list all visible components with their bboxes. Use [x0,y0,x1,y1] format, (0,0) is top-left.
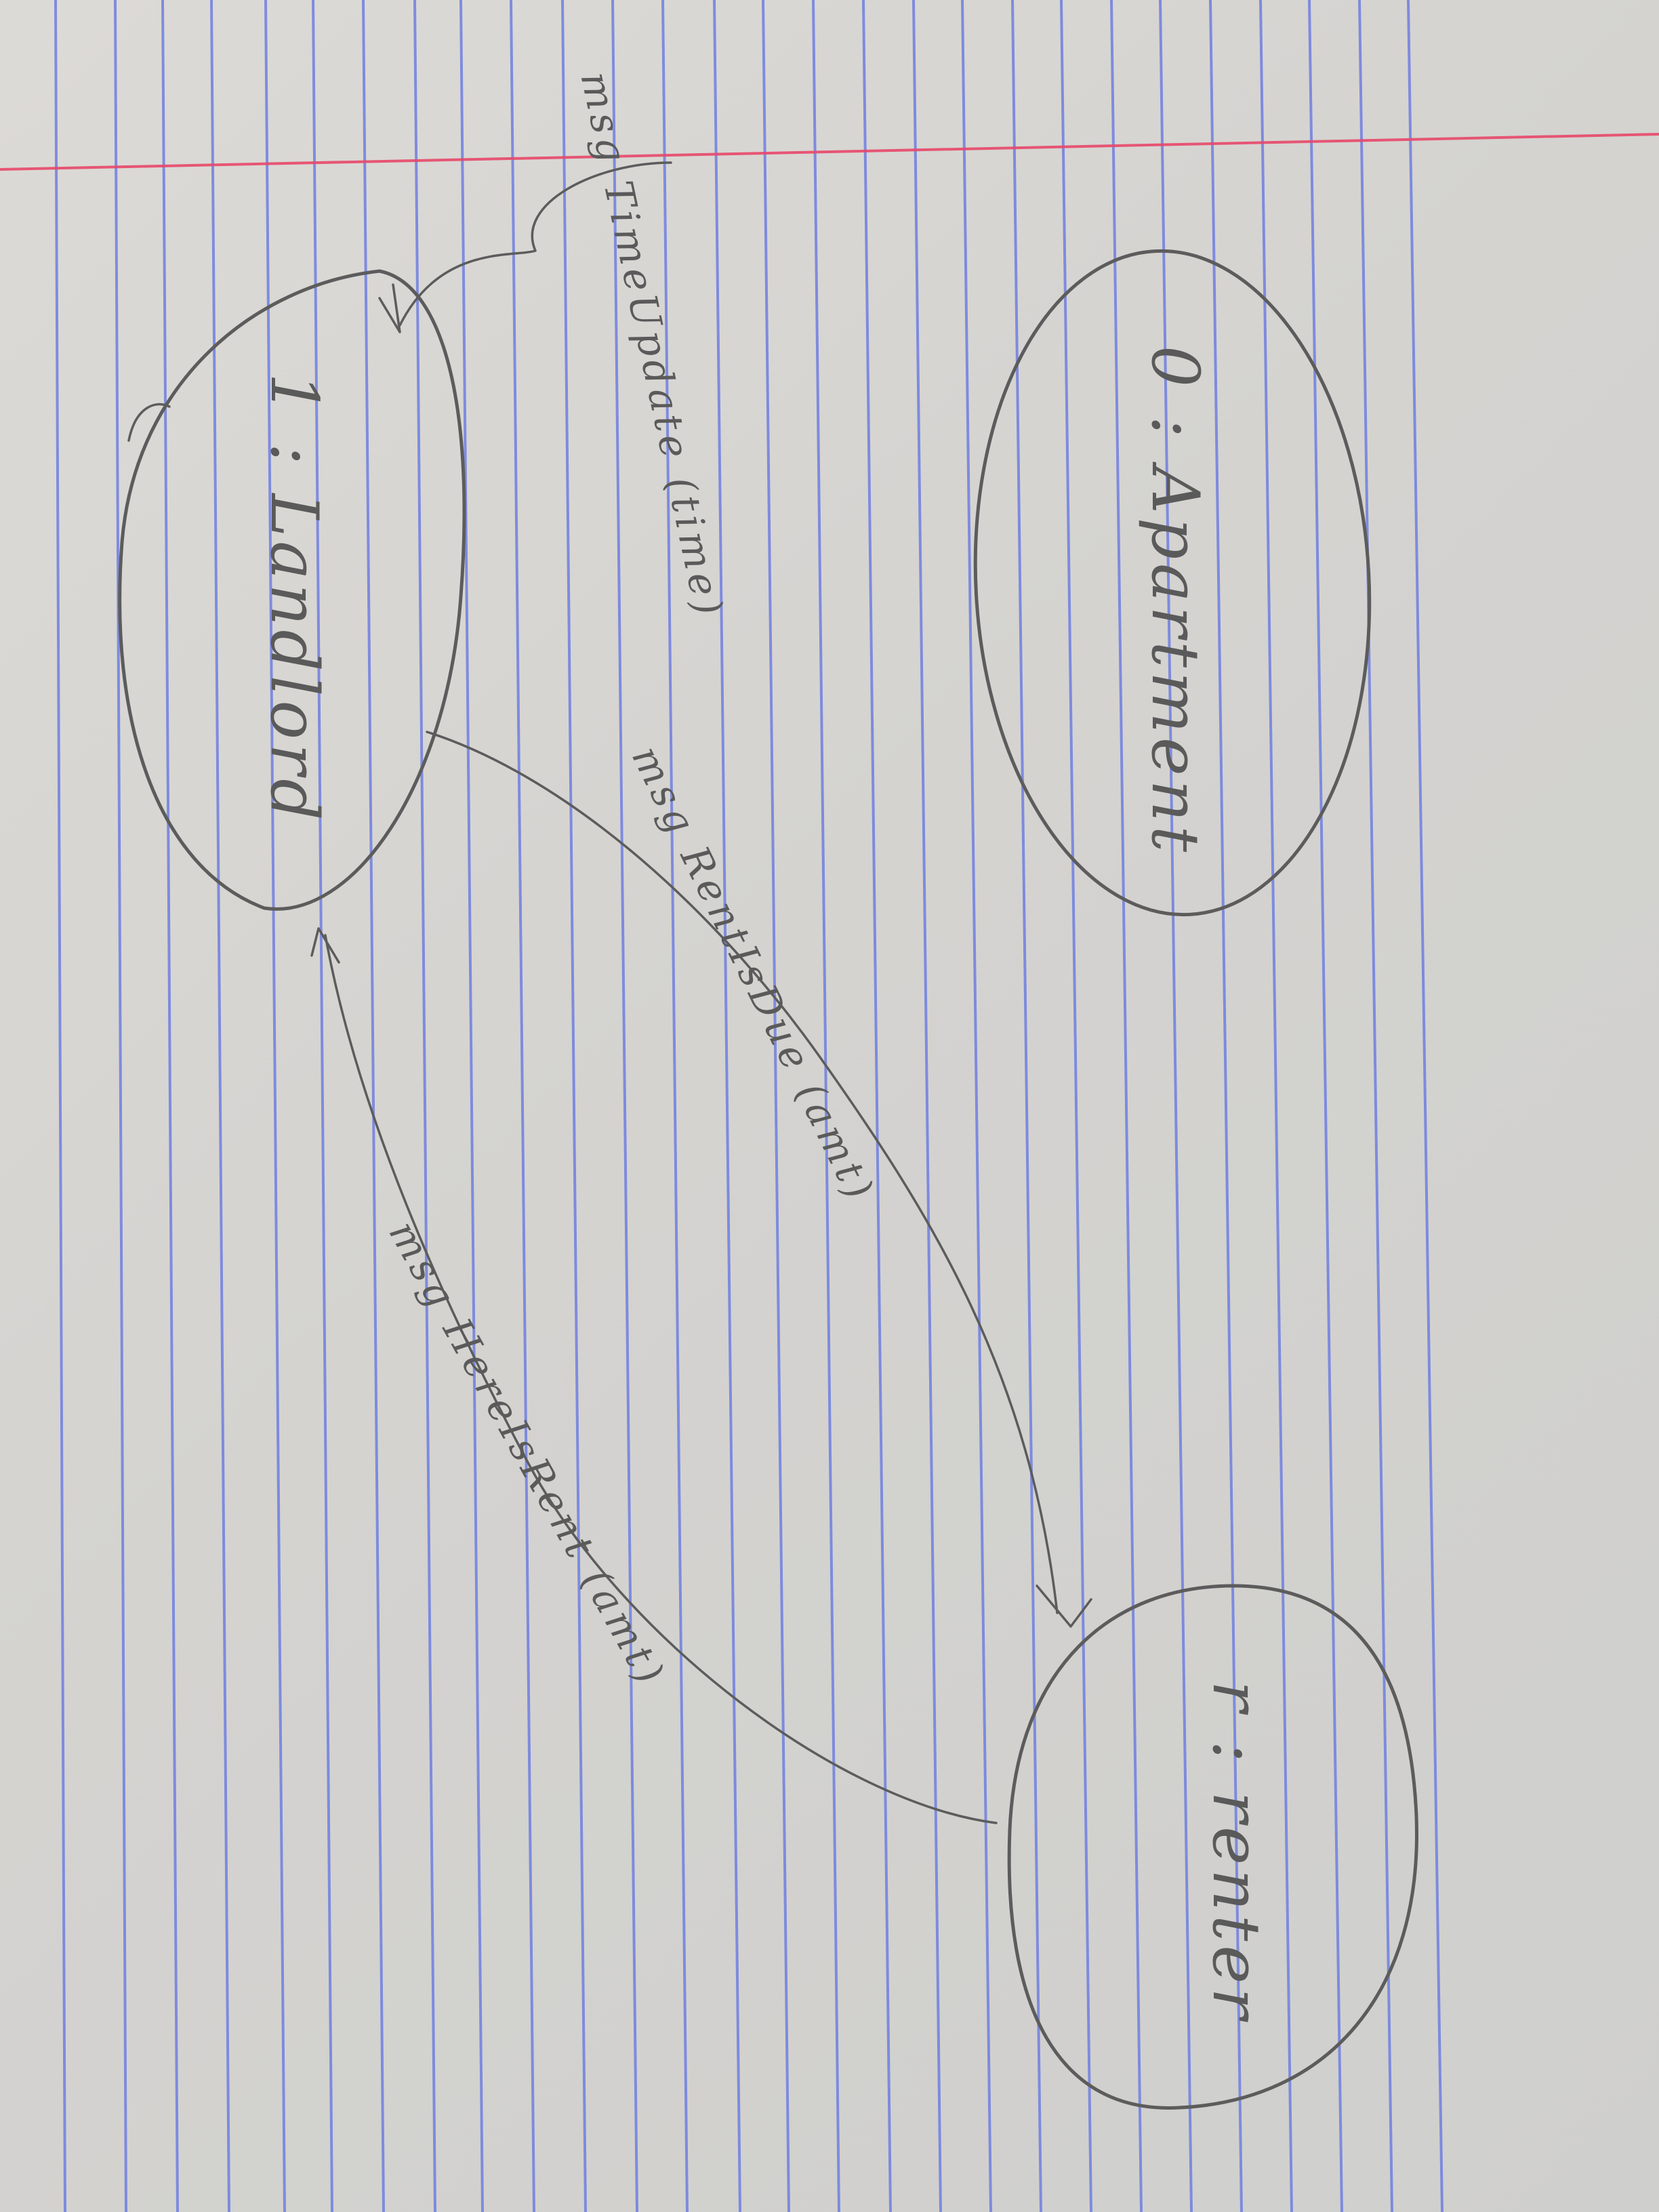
renter-node-label: r : renter [1198,1681,1274,2024]
ruled-lines [54,0,1443,2212]
apartment-node [973,249,1372,917]
landlord-node-label: 1 : Landlord [256,373,332,825]
margin-line [0,133,1659,171]
renter-node [1007,1584,1418,2110]
here-is-rent-arrow [324,934,998,1824]
landlord-node-overstroke [127,403,171,442]
here-is-rent-arrowhead [310,927,340,964]
time-update-arrow [398,161,672,327]
time-update-arrowhead [378,283,401,333]
landlord-node [118,269,466,911]
rent-is-due-arrow [426,731,1059,1614]
apartment-node-label: 0 : Apartment [1137,346,1213,857]
rent-is-due-arrowhead [1036,1584,1092,1628]
